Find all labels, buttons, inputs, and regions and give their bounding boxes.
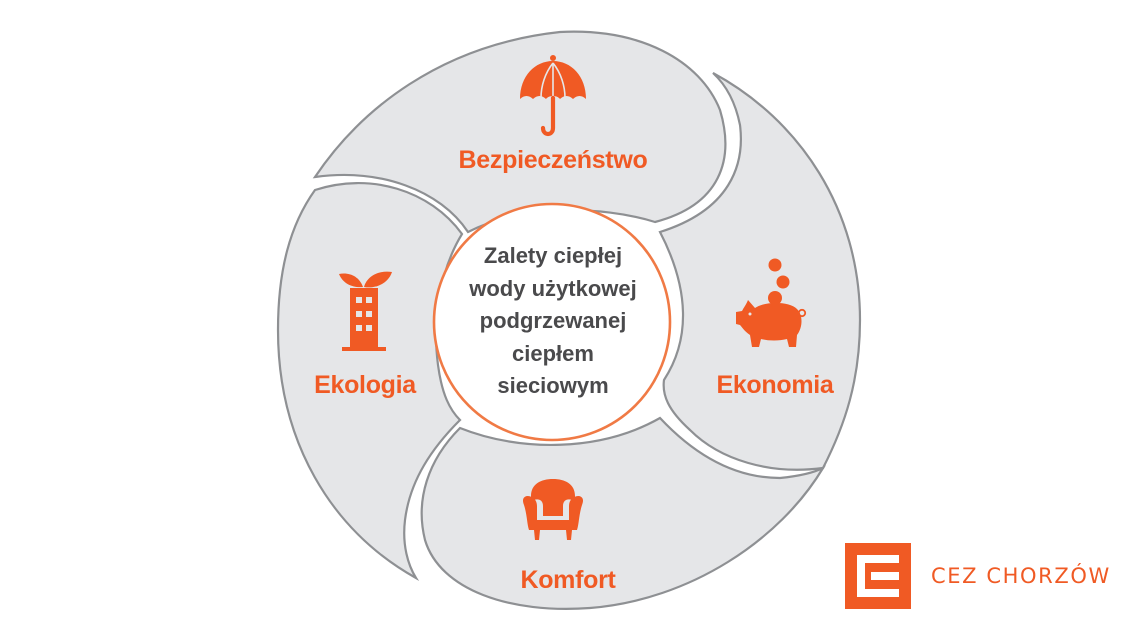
- center-circle: [432, 202, 672, 442]
- petal-ekonomia: [658, 72, 862, 471]
- center-title-line: wody użytkowej: [469, 275, 637, 301]
- center-title-line: sieciowym: [497, 373, 609, 398]
- label-bezpieczenstwo: Bezpieczeństwo: [458, 146, 648, 174]
- cez-logo-icon: [845, 543, 911, 609]
- center-title-line: podgrzewanej: [479, 308, 627, 333]
- brand-logo: CEZ CHORZÓW: [845, 543, 1111, 609]
- label-ekologia: Ekologia: [314, 371, 416, 399]
- eco-building-icon: [339, 271, 392, 351]
- petal-ekologia: [276, 182, 464, 582]
- piggy-bank-icon: [736, 258, 807, 347]
- center-title-line: Zalety ciepłej: [483, 243, 623, 268]
- brand-name: CEZ CHORZÓW: [931, 564, 1111, 588]
- center-title-line: ciepłem: [512, 340, 594, 366]
- label-komfort: Komfort: [520, 566, 616, 594]
- center-title: Zalety ciepłej wody użytkowej podgrzewan…: [440, 240, 666, 403]
- petal-bezpieczenstwo: [312, 30, 727, 234]
- petal-komfort: [420, 416, 826, 610]
- armchair-icon: [523, 479, 583, 540]
- label-ekonomia: Ekonomia: [716, 371, 834, 399]
- umbrella-icon: [520, 55, 586, 137]
